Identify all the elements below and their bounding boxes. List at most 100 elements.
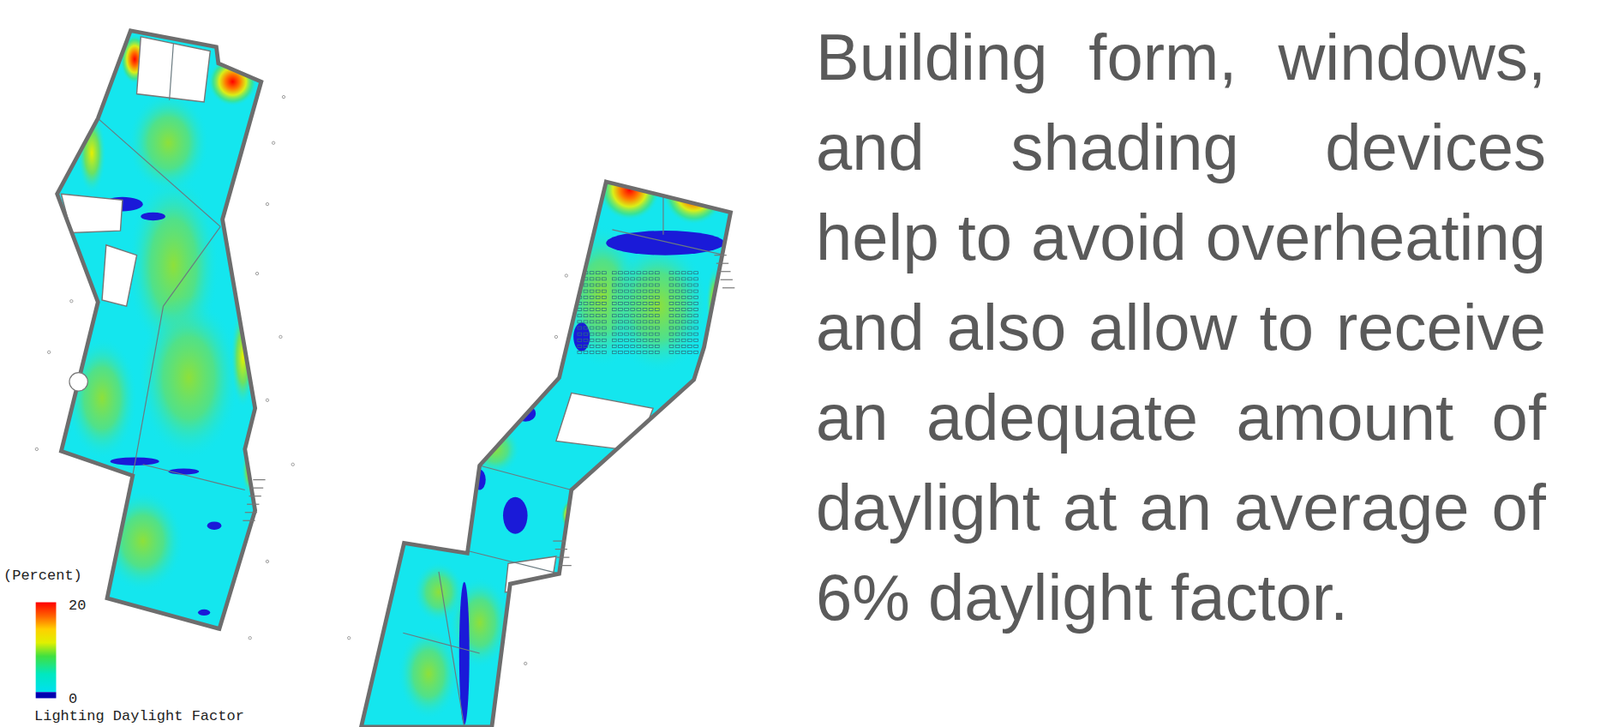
seating [577,271,699,354]
seat [583,308,588,312]
seat [681,295,686,299]
seat [624,326,630,330]
seat [654,289,660,293]
seat [681,338,686,342]
seat [675,289,680,293]
seat [654,301,660,305]
seat [654,314,660,318]
daylight-map [57,30,262,630]
seat [611,277,617,281]
seat [630,344,636,348]
external-step [555,548,568,550]
seat [595,314,600,318]
daylight-zone [77,112,106,194]
seat [654,344,660,348]
unanalysed-room [137,36,211,102]
exterior-wall [361,181,732,727]
seat [577,338,582,342]
seat [583,344,588,348]
seat [654,338,660,342]
low-daylight-patch [140,212,166,222]
seat [642,320,648,324]
seat [636,351,642,354]
seat [630,277,636,281]
seat [630,283,636,287]
seat [602,295,607,299]
external-step [246,503,259,505]
seat [595,271,600,275]
seat [636,344,642,348]
seat [675,326,680,330]
seat [577,308,582,312]
seat [595,301,600,305]
seat [648,351,654,354]
daylight-zone [101,490,184,593]
seat [675,308,680,312]
interior-wall [97,118,221,227]
seat [624,332,630,336]
unanalysed-room [101,245,137,306]
unanalysed-room [556,392,654,451]
daylight-zone [127,91,210,194]
seat [595,326,600,330]
external-step [251,487,264,489]
seat [694,289,699,293]
seat [681,344,686,348]
external-step [716,263,729,264]
exterior-wall [57,30,262,630]
low-daylight-patch [573,322,590,351]
seat [630,332,636,336]
seat [669,271,674,275]
seat [611,351,617,354]
seat [602,301,607,305]
seat [589,326,594,330]
external-step [713,254,726,256]
seat [636,326,642,330]
seat [681,351,686,354]
tree-symbol [69,372,88,391]
seat [611,326,617,330]
seat [654,332,660,336]
seat [648,277,654,281]
column-dot [35,447,38,450]
seat [618,283,624,287]
seat [681,314,686,318]
seat [675,332,680,336]
external-step [245,511,258,513]
seat [602,271,607,275]
seat [583,338,588,342]
column-dot [70,299,73,303]
seat [688,308,693,312]
scale-unit: (Percent) [3,567,83,585]
seat [642,332,648,336]
seat [648,332,654,336]
seat [675,344,680,348]
interior-wall [163,226,222,306]
seat [595,308,600,312]
seat [669,344,674,348]
external-step [249,495,262,497]
seat [630,301,636,305]
seat [624,283,630,287]
seat [654,283,660,287]
seat [642,277,648,281]
seat [583,351,588,354]
seat [654,308,660,312]
seat [630,308,636,312]
seat [595,351,600,354]
daylight-zone [413,561,465,623]
seat [642,308,648,312]
seat [611,314,617,318]
seat [583,289,588,293]
seat [595,289,600,293]
daylight-zone [137,295,240,460]
seat [694,295,699,299]
external-step [552,539,565,541]
seat [688,283,693,287]
seat [636,332,642,336]
seat [618,289,624,293]
column-dot [554,335,558,338]
seat [669,289,674,293]
seat [618,332,624,336]
external-step [722,287,735,288]
